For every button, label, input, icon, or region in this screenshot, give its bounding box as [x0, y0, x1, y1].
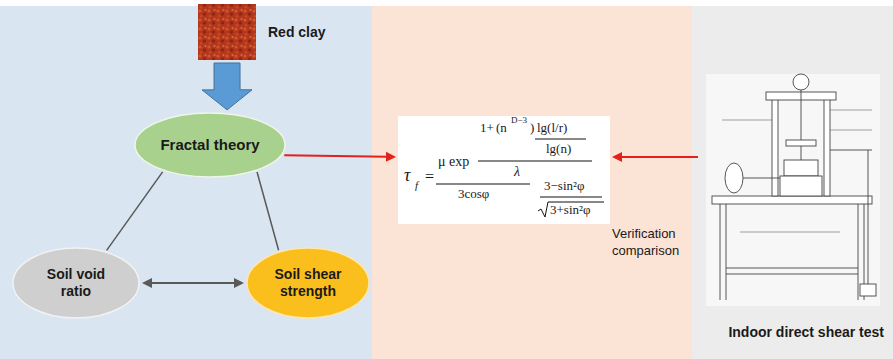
- arrowhead: [142, 278, 152, 288]
- formula-symbol: 3+sin²φ: [550, 203, 590, 217]
- formula-symbol: 1+: [480, 121, 494, 135]
- connector-line: [284, 155, 387, 157]
- formula-symbol: f: [415, 179, 418, 191]
- node-label: Red clay: [268, 24, 326, 40]
- connector-line: [257, 172, 279, 250]
- formula-symbol: lg(n): [546, 142, 571, 156]
- node-label: Soil void ratio: [32, 266, 120, 300]
- formula-symbol: =: [425, 168, 434, 186]
- ellipse-shape: [247, 248, 369, 318]
- shear-apparatus-drawing: [706, 74, 880, 306]
- ellipse-shape: [13, 248, 139, 318]
- formula-symbol: D−3: [511, 116, 527, 126]
- concept-ellipse: Soil shear strength: [246, 247, 370, 319]
- image-caption-box: Red clay: [198, 4, 330, 60]
- left-panel: [0, 6, 372, 359]
- fraction-bar: [540, 197, 602, 198]
- fraction-bar: [478, 161, 592, 162]
- fraction-bar: [535, 139, 586, 140]
- node-label: Fractal theory: [160, 136, 259, 154]
- radical-sign: [538, 202, 604, 217]
- formula-symbol: (n: [496, 121, 507, 135]
- block-arrow-shape: [202, 63, 252, 110]
- link-line: [107, 172, 163, 251]
- connector-line: [151, 282, 235, 284]
- red-arrow: [612, 152, 698, 162]
- block-arrow: [202, 63, 252, 110]
- apparatus-panel: Indoor direct shear test: [700, 66, 888, 348]
- arrowhead: [386, 152, 396, 162]
- red-arrow: [284, 152, 396, 162]
- connector-line: [621, 156, 698, 158]
- arrowhead: [234, 278, 244, 288]
- concept-ellipse: Soil void ratio: [12, 247, 140, 319]
- middle-panel: [372, 6, 692, 359]
- formula-symbol: λ: [514, 164, 520, 179]
- formula-box: τf = μ exp 1+(n D−3)lg(l/r) lg(n) λ 3cosφ 3−sin²…: [398, 116, 610, 224]
- formula-symbol: τ: [404, 166, 410, 186]
- arrowhead: [612, 152, 622, 162]
- red-clay-photo: [198, 4, 256, 60]
- formula-symbol: ): [530, 121, 534, 135]
- formula-symbol: 3−sin²φ: [544, 179, 584, 193]
- fraction-bar: [436, 184, 530, 185]
- theory-ellipse: Fractal theory: [134, 112, 286, 178]
- connector-line: [107, 172, 163, 251]
- double-arrow: [142, 278, 244, 288]
- node-label: Soil shear strength: [264, 266, 352, 300]
- formula-symbol: μ exp: [438, 154, 469, 169]
- caption-text: Indoor direct shear test: [704, 324, 884, 340]
- right-panel: [692, 6, 893, 359]
- formula-symbol: lg(l/r): [537, 121, 567, 135]
- ellipse-shape: [135, 113, 285, 177]
- formula-symbol: 3cosφ: [458, 187, 489, 201]
- link-line: [257, 172, 279, 250]
- edge-label: Verification comparison: [612, 226, 696, 260]
